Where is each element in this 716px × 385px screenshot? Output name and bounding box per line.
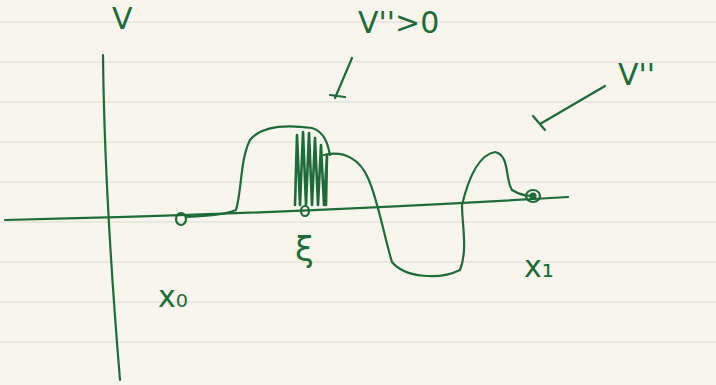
math-label: x₀ xyxy=(158,282,188,312)
leader-line xyxy=(540,86,605,124)
function-curve xyxy=(324,152,533,276)
leader-line xyxy=(330,95,345,97)
math-label: ξ xyxy=(295,232,314,266)
math-label: V xyxy=(112,4,133,34)
shaded-region xyxy=(295,132,327,205)
function-curve xyxy=(186,126,330,217)
point-marker xyxy=(176,213,186,225)
point-marker xyxy=(301,206,309,216)
point-marker xyxy=(526,190,540,202)
leader-line xyxy=(533,116,545,130)
math-label: V''>0 xyxy=(358,8,439,38)
horizontal-axis xyxy=(5,197,568,220)
math-label: V'' xyxy=(618,60,655,90)
point-marker xyxy=(531,194,536,199)
leader-line xyxy=(335,58,352,98)
math-label: x₁ xyxy=(524,252,554,282)
